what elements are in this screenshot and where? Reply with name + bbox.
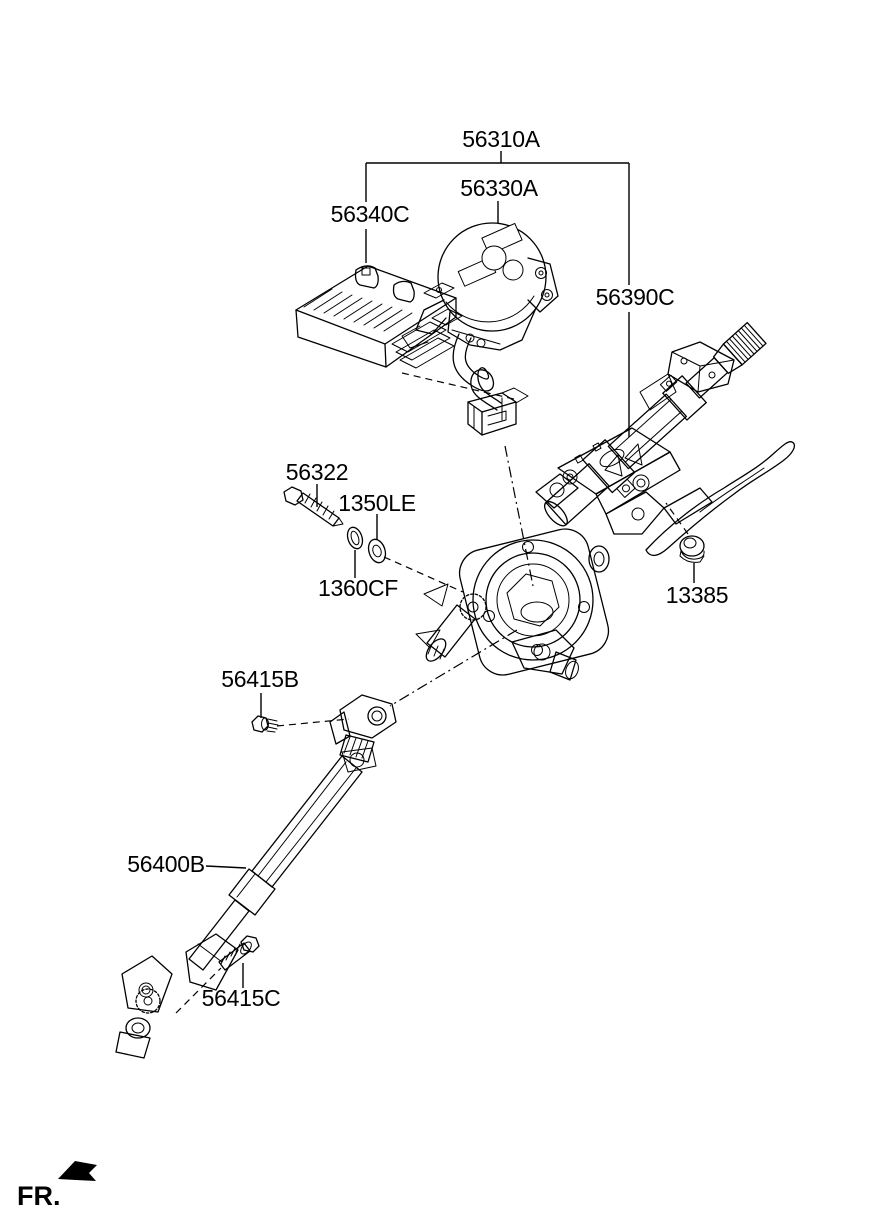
label-56415C: 56415C — [202, 985, 281, 1011]
label-13385: 13385 — [666, 582, 728, 608]
front-direction-marker: FR. — [17, 1161, 97, 1211]
label-1360CF: 1360CF — [318, 575, 398, 601]
snap-ring-1360CF-drawing — [346, 526, 364, 550]
label-56415B: 56415B — [221, 666, 299, 692]
label-56310A: 56310A — [462, 126, 540, 152]
front-arrow-icon — [58, 1161, 97, 1181]
assembly-reference-lines — [175, 372, 689, 1014]
part-labels: 56310A 56330A 56340C 56390C 56322 1350LE… — [127, 126, 728, 1011]
label-56340C: 56340C — [331, 201, 410, 227]
gear-housing-drawing — [415, 528, 610, 681]
label-56400B: 56400B — [127, 851, 205, 877]
bolt-56322-drawing — [283, 486, 344, 527]
washer-1350LE-drawing — [367, 538, 387, 564]
intermediate-shaft-drawing — [115, 694, 397, 1059]
upper-column-drawing — [535, 321, 796, 573]
label-56390C: 56390C — [596, 284, 675, 310]
nut-13385-drawing — [679, 535, 705, 563]
ecu-module-drawing — [295, 265, 463, 369]
bolt-56415C-drawing — [218, 935, 260, 971]
front-marker-label: FR. — [17, 1181, 61, 1211]
harness-connector-drawing — [467, 387, 529, 436]
label-56330A: 56330A — [460, 175, 538, 201]
leader-lines — [205, 151, 695, 988]
label-56322: 56322 — [286, 459, 348, 485]
label-1350LE: 1350LE — [338, 490, 416, 516]
motor-drawing — [401, 222, 559, 411]
bolt-56415B-drawing — [251, 715, 279, 733]
